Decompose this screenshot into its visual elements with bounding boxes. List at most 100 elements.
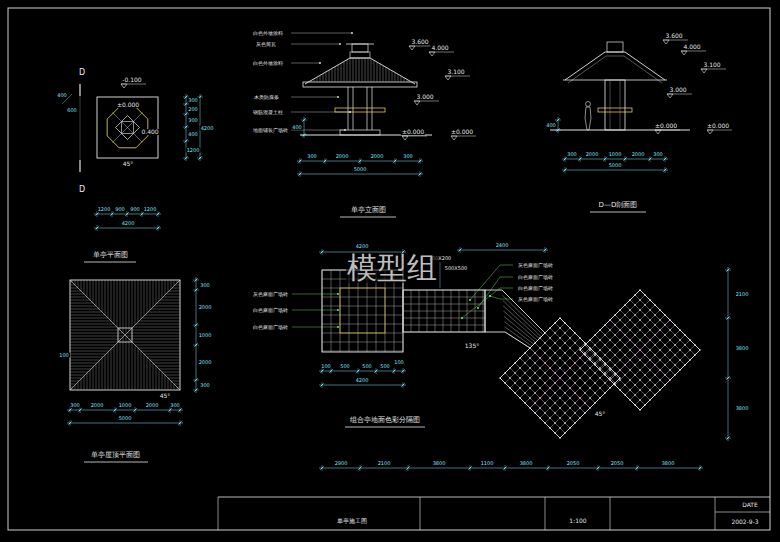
roof-tile-line [96, 364, 97, 390]
dimension-text: 4200 [200, 126, 215, 131]
paving-dot [684, 354, 686, 356]
roof-tile-line [172, 288, 180, 289]
extension-line [460, 247, 461, 253]
leader-line [291, 63, 320, 64]
dimension-text: 2000 [145, 403, 160, 408]
dimension-text: 3800 [735, 346, 750, 351]
paving-dot [554, 422, 556, 424]
dimension-text: 300 [187, 118, 199, 123]
paving-grid [322, 306, 403, 307]
paving-dot [599, 359, 601, 361]
drawing-line [620, 80, 621, 130]
dimension-text: 2000 [585, 152, 600, 157]
roof-tile-line [127, 333, 180, 334]
title-block-line [218, 497, 219, 530]
paving-grid [403, 304, 485, 305]
paving-dot [599, 349, 601, 351]
paving-dot [559, 327, 561, 329]
dimension-text: 500 [361, 364, 373, 369]
paving-dot [554, 412, 556, 414]
roof-tile-line [84, 376, 85, 390]
roof-tile-line [151, 309, 180, 310]
extension-line [183, 104, 189, 105]
leader-dot [337, 293, 339, 295]
paving-dot [539, 347, 541, 349]
paving-dot [639, 399, 641, 401]
extension-line [193, 280, 199, 281]
paving-dot [574, 382, 576, 384]
level-mark [707, 130, 713, 134]
roof-tile-line [70, 360, 100, 361]
roof-tile-line [102, 280, 103, 312]
dimension-text: 200 [187, 107, 199, 112]
extension-line [358, 368, 359, 374]
paving-dot [624, 354, 626, 356]
section-mark [79, 160, 80, 172]
dimension-text: 2000 [370, 154, 385, 159]
extension-line [394, 368, 395, 374]
paving-dot [659, 379, 661, 381]
roof-tile-line [133, 327, 180, 328]
view-title: D—D剖面图 [598, 202, 639, 209]
extension-line [322, 368, 323, 374]
annotation-text: 灰色麻面广场砖 [517, 263, 554, 268]
roof-tile-line [78, 382, 79, 390]
roof-tile-line [314, 79, 315, 82]
roof-tile-line [177, 387, 178, 390]
annotation-text: 白色麻面广场砖 [517, 286, 554, 291]
roof-tile-line [84, 280, 85, 294]
leader-dot [339, 43, 341, 45]
paving-dot [579, 349, 581, 351]
roof-tile-line [90, 370, 91, 390]
paving-dot [644, 394, 646, 396]
paving-dot [599, 329, 601, 331]
roof-hip [70, 280, 180, 390]
roof-tile-line [102, 358, 103, 390]
paving-dot [674, 324, 676, 326]
drawing-line [113, 113, 143, 143]
paving-dot [569, 407, 571, 409]
extension-line [650, 156, 651, 162]
paving-dot [634, 304, 636, 306]
roof-profile [305, 58, 415, 84]
roof-tile-line [135, 345, 180, 346]
level-line [414, 101, 439, 102]
paving-dot [544, 372, 546, 374]
paving-dot [589, 349, 591, 351]
paving-dot [569, 427, 571, 429]
roof-tile-line [147, 357, 180, 358]
roof-tile-line [90, 280, 91, 300]
roof-tile-line [70, 327, 117, 328]
roof-tile-line [70, 378, 82, 379]
dimension-text: 300 [306, 154, 318, 159]
roof-tile-line [171, 381, 180, 382]
roof-tile-line [401, 76, 402, 82]
roof-tile-line [326, 72, 327, 82]
annotation-text: 白色麻面广场砖 [252, 308, 289, 313]
paving-dot [599, 367, 601, 369]
roof-tile-line [138, 348, 180, 349]
roof-tile-line [144, 354, 180, 355]
roof-tile-line [145, 315, 180, 316]
paving-grid [403, 311, 485, 312]
paving-dot [644, 294, 646, 296]
paving-dot [684, 344, 686, 346]
roof-tile-line [350, 58, 351, 82]
roof-tile-line [135, 280, 136, 325]
roof-tile-line [70, 318, 108, 319]
paving-dot [569, 347, 571, 349]
leader-dot [319, 62, 321, 64]
paving-dot [634, 324, 636, 326]
view-title: D [78, 186, 86, 194]
dimension-text: 1000 [198, 333, 213, 338]
paving-dot [594, 382, 596, 384]
annotation-text: 4.000 [430, 45, 449, 51]
roof-plan-outline [70, 280, 180, 390]
paving-dot [609, 349, 611, 351]
paving-dot [574, 342, 576, 344]
dimension-text: 2000 [198, 305, 213, 310]
extension-line [97, 225, 98, 231]
paving-dot [604, 324, 606, 326]
paving-dot [564, 352, 566, 354]
paving-dot [559, 427, 561, 429]
